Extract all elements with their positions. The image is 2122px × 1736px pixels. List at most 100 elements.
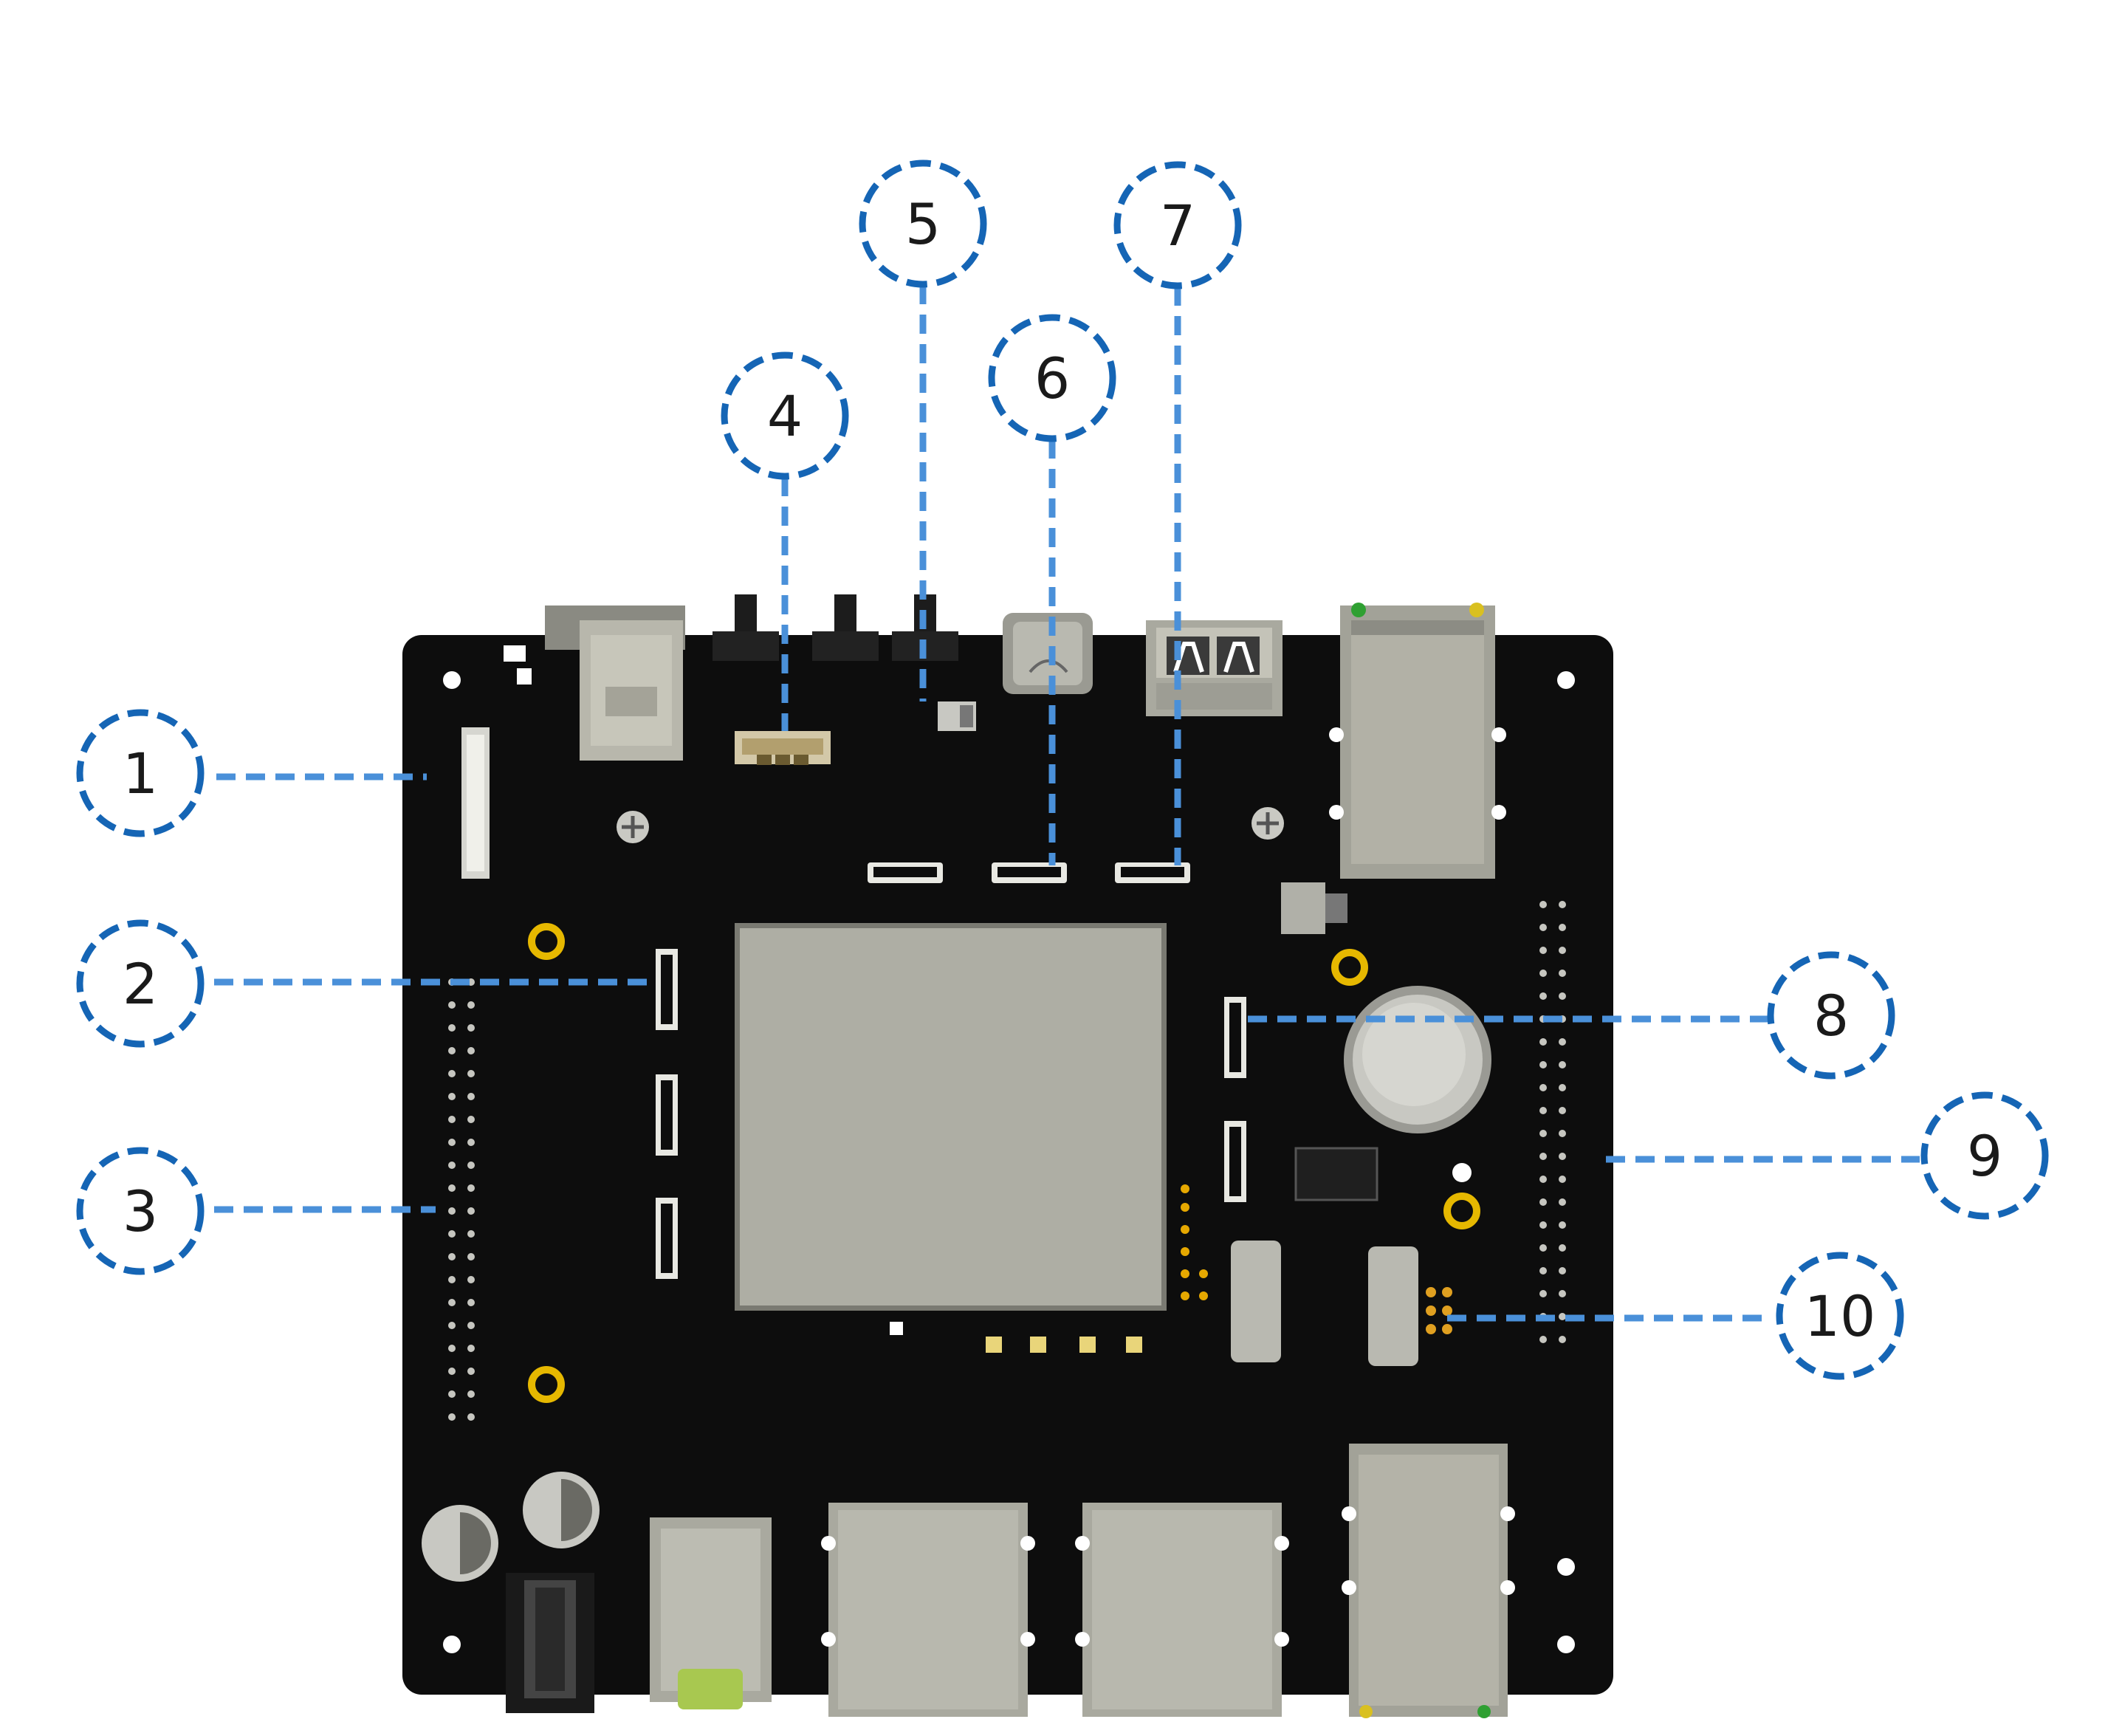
callout-label: 4 (767, 383, 803, 449)
header-pin (448, 1116, 456, 1123)
header-pin (1559, 947, 1566, 954)
header-pin (467, 1162, 475, 1169)
header-pin (1539, 1130, 1547, 1137)
header-pin (467, 1070, 475, 1077)
usb-a-port (1146, 620, 1283, 716)
callout-label: 3 (123, 1179, 158, 1244)
fpc-connector-top-2 (992, 862, 1067, 883)
mounting-hole (1557, 1636, 1575, 1653)
callout-6: 6 (988, 314, 1116, 442)
callout-7: 7 (1113, 161, 1242, 289)
header-pin (467, 1230, 475, 1238)
callout-2: 2 (76, 919, 205, 1048)
fpc-connector-left-3 (656, 1198, 678, 1279)
callout-9: 9 (1920, 1091, 2049, 1220)
header-pin (448, 1093, 456, 1100)
pcb-board (402, 594, 1613, 1718)
header-pin (467, 1253, 475, 1260)
electrolytic-capacitor (523, 1472, 600, 1548)
header-pin (1559, 1244, 1566, 1252)
callout-1: 1 (76, 709, 205, 837)
header-pin (1559, 1038, 1566, 1046)
white-marker (504, 645, 526, 662)
header-pin (1539, 1038, 1547, 1046)
leader-lines (214, 285, 1920, 1322)
header-pin (448, 1184, 456, 1192)
header-pin (1559, 1176, 1566, 1183)
header-pin (1539, 1153, 1547, 1160)
callout-5: 5 (859, 159, 987, 288)
fpc-connector-left-2 (656, 1074, 678, 1156)
ethernet-port-top (1329, 603, 1506, 879)
bottom-connector (650, 1517, 772, 1709)
callout-8: 8 (1767, 951, 1895, 1080)
mounting-hole (443, 1636, 461, 1653)
audio-jack-left (713, 594, 779, 661)
sd-card-slot (545, 605, 685, 761)
callout-label: 5 (905, 191, 941, 257)
callout-label: 1 (123, 741, 158, 806)
header-pin (448, 1070, 456, 1077)
callout-4: 4 (721, 351, 849, 480)
header-pin (1539, 1107, 1547, 1114)
callout-label: 6 (1034, 346, 1070, 411)
header-pin (467, 1024, 475, 1032)
mipi-display-connector (461, 727, 490, 879)
header-pin (467, 1047, 475, 1054)
header-pin (467, 1184, 475, 1192)
callout-label: 10 (1805, 1283, 1876, 1349)
screw-head (617, 811, 649, 843)
header-pin (448, 1276, 456, 1283)
header-pin (448, 1322, 456, 1329)
callout-label: 2 (123, 951, 158, 1017)
gold-ring (528, 1366, 565, 1403)
header-pin (1539, 1084, 1547, 1091)
white-marker (517, 668, 532, 685)
button-switch (938, 701, 976, 731)
header-pin (448, 1047, 456, 1054)
header-pin (448, 1390, 456, 1398)
pad-cluster (1426, 1287, 1452, 1334)
soc-chip (735, 923, 1167, 1311)
header-pin (467, 1299, 475, 1306)
header-pin (467, 1413, 475, 1421)
header-pin (1559, 1267, 1566, 1274)
header-pin (448, 1001, 456, 1009)
header-pin (1559, 1061, 1566, 1068)
fpc-connector-left-1 (656, 949, 678, 1030)
ic-chip (1294, 1147, 1378, 1201)
header-pin (1539, 1267, 1547, 1274)
header-pin (1539, 1290, 1547, 1297)
fpc-connector-right-1 (1224, 997, 1246, 1078)
mounting-hole (1557, 1558, 1575, 1576)
mounting-hole (1452, 1163, 1472, 1182)
header-pin (1559, 1130, 1566, 1137)
header-pin (1559, 970, 1566, 977)
header-pin (448, 1368, 456, 1375)
led-row (986, 1337, 1142, 1353)
gold-ring (1331, 949, 1368, 986)
header-pin (1539, 1176, 1547, 1183)
header-pin (1559, 1313, 1566, 1320)
header-pin (467, 1322, 475, 1329)
header-pin (448, 1207, 456, 1215)
header-pin (448, 1299, 456, 1306)
header-pin (448, 1139, 456, 1146)
header-pin (1559, 992, 1566, 1000)
header-pin (1559, 1153, 1566, 1160)
usb-c-port (1003, 613, 1093, 694)
header-pin (467, 1093, 475, 1100)
header-pin (448, 1413, 456, 1421)
dc-barrel-jack (506, 1573, 594, 1713)
callout-label: 8 (1813, 983, 1849, 1049)
white-marker (890, 1322, 903, 1335)
header-pin (1539, 992, 1547, 1000)
header-pin (1539, 1198, 1547, 1206)
callout-3: 3 (76, 1147, 205, 1275)
header-pin (448, 1024, 456, 1032)
fpc-connector-top-1 (868, 862, 943, 883)
header-pin (1539, 924, 1547, 931)
header-pin (1539, 947, 1547, 954)
